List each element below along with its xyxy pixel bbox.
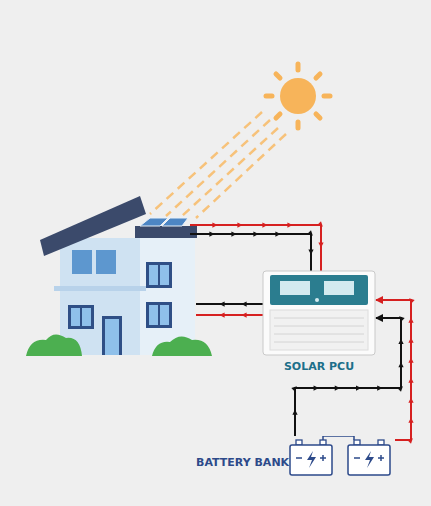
solar-panel <box>140 218 188 226</box>
node-label: SOLAR PCU <box>262 270 376 373</box>
dc-wire-black <box>190 234 311 272</box>
sun <box>266 64 330 128</box>
house <box>40 196 197 355</box>
battery-bank: BATTERY BANK <box>192 436 395 478</box>
sun-rays <box>150 112 286 218</box>
battery-wire-red <box>376 300 411 440</box>
node-label: BATTERY BANK <box>192 436 395 469</box>
pcu-body <box>262 270 376 356</box>
bush <box>26 334 212 356</box>
ac-wire-black <box>196 303 264 305</box>
dc-wire-red <box>190 225 321 272</box>
ac-wire-red <box>196 314 264 316</box>
inverter-box: SOLAR PCU <box>262 270 376 375</box>
